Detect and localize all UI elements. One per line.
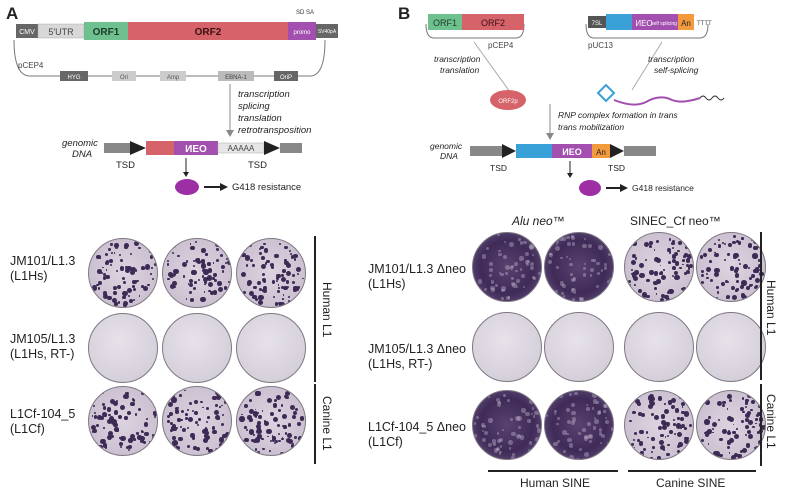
- dish-b-r1-c3: [624, 232, 694, 302]
- svg-text:self splicing: self splicing: [651, 21, 677, 27]
- b-row2-label: JM105/L1.3 Δneo(L1Hs, RT-): [368, 342, 466, 372]
- panel-a-diagram: CMV 5'UTR ORF1 ORF2 SD SA promo SV40pA p…: [0, 0, 400, 205]
- a-human-bracket: [314, 236, 316, 382]
- b-bottom-canine: Canine SINE: [656, 476, 725, 490]
- neo-protein-icon: [175, 179, 199, 195]
- dish-b-r3-c2: [544, 390, 614, 460]
- dish-a-r2-c1: [88, 313, 158, 383]
- dish-a-r3-c2: [162, 386, 232, 456]
- svg-text:DNA: DNA: [440, 151, 458, 161]
- svg-text:transcription: transcription: [238, 89, 290, 100]
- neo-label-a: ИEO: [185, 144, 207, 155]
- svg-text:An: An: [596, 148, 606, 157]
- dish-b-r2-c2: [544, 312, 614, 382]
- svg-text:G418 resistance: G418 resistance: [232, 182, 301, 193]
- sd-label: SD: [296, 10, 305, 16]
- b-row1-label: JM101/L1.3 Δneo(L1Hs): [368, 262, 466, 292]
- dish-a-r1-c1: [88, 238, 158, 308]
- b-row3-label: L1Cf-104_5 Δneo(L1Cf): [368, 420, 466, 450]
- a-row1-label: JM101/L1.3(L1Hs): [10, 254, 75, 284]
- dish-a-r2-c2: [162, 313, 232, 383]
- panel-b-diagram: ORF1 ORF2 pCEP4 7SL ИEO self splicing An…: [400, 0, 800, 205]
- dish-b-r3-c1: [472, 390, 542, 460]
- svg-text:pUC13: pUC13: [588, 41, 613, 50]
- svg-text:ИEO: ИEO: [635, 19, 652, 28]
- svg-text:DNA: DNA: [72, 149, 92, 160]
- svg-text:translation: translation: [440, 65, 479, 75]
- b-canine-sine-line: [628, 470, 756, 472]
- dish-b-r2-c4: [696, 312, 766, 382]
- pcep4-backbone-line: [14, 40, 325, 76]
- sa-label: SA: [306, 10, 314, 16]
- orf1-label: ORF1: [93, 27, 120, 38]
- svg-text:OriP: OriP: [280, 75, 292, 81]
- b-human-bracket: [760, 232, 762, 380]
- dish-a-r1-c3: [236, 238, 306, 308]
- svg-text:TSD: TSD: [248, 160, 267, 171]
- svg-text:retrotransposition: retrotransposition: [238, 125, 311, 136]
- b-side-canine: Canine L1: [764, 394, 778, 449]
- dish-a-r3-c3: [236, 386, 306, 456]
- svg-text:HYG: HYG: [67, 75, 80, 81]
- dish-b-r1-c1: [472, 232, 542, 302]
- svg-text:trans mobilization: trans mobilization: [558, 122, 624, 132]
- polya-label: SV40pA: [318, 29, 337, 35]
- dish-b-r1-c2: [544, 232, 614, 302]
- svg-text:ORF2: ORF2: [481, 18, 505, 28]
- b-col2-header: SINEC_Cf neo™: [630, 214, 721, 228]
- svg-text:TTTT: TTTT: [697, 21, 712, 27]
- neo-protein-icon-b: [579, 180, 601, 196]
- dish-b-r1-c4: [696, 232, 766, 302]
- b-human-sine-line: [488, 470, 618, 472]
- svg-text:ИEO: ИEO: [562, 147, 581, 157]
- svg-text:translation: translation: [238, 113, 282, 124]
- dish-a-r1-c2: [162, 238, 232, 308]
- dish-a-r2-c3: [236, 313, 306, 383]
- a-side-canine: Canine L1: [320, 396, 334, 451]
- svg-text:RNP complex formation in trans: RNP complex formation in trans: [558, 110, 678, 120]
- svg-text:pCEP4: pCEP4: [488, 41, 514, 50]
- svg-text:TSD: TSD: [490, 163, 507, 173]
- sine-rna-icon: [598, 85, 614, 101]
- svg-text:TSD: TSD: [608, 163, 625, 173]
- b-canine-bracket: [760, 384, 762, 466]
- dish-b-r2-c1: [472, 312, 542, 382]
- vector-label: pCEP4: [18, 61, 44, 70]
- a-row3-label: L1Cf-104_5(L1Cf): [10, 407, 75, 437]
- dish-b-r3-c4: [696, 390, 766, 460]
- dish-a-r3-c1: [88, 386, 158, 456]
- cmv-label: CMV: [19, 29, 35, 36]
- dish-b-r2-c3: [624, 312, 694, 382]
- svg-text:TSD: TSD: [116, 160, 135, 171]
- a-side-human: Human L1: [320, 282, 334, 337]
- svg-text:AAAAA: AAAAA: [228, 144, 255, 153]
- b-col1-header: Alu neo™: [512, 214, 565, 228]
- svg-text:7SL: 7SL: [592, 21, 603, 27]
- svg-text:transcription: transcription: [434, 54, 481, 64]
- dish-b-r3-c3: [624, 390, 694, 460]
- orf2-label: ORF2: [195, 27, 222, 38]
- a-canine-bracket: [314, 384, 316, 464]
- svg-text:G418 resistance: G418 resistance: [632, 183, 694, 193]
- b-bottom-human: Human SINE: [520, 476, 590, 490]
- svg-text:transcription: transcription: [648, 54, 695, 64]
- svg-text:Amp: Amp: [167, 75, 180, 81]
- a-row2-label: JM105/L1.3(L1Hs, RT-): [10, 332, 75, 362]
- svg-text:EBNA-1: EBNA-1: [225, 75, 247, 81]
- svg-text:splicing: splicing: [238, 101, 270, 112]
- promoter-label: promo: [293, 30, 311, 36]
- utr-label: 5'UTR: [48, 27, 74, 37]
- svg-text:genomic: genomic: [430, 141, 463, 151]
- svg-text:Ori: Ori: [120, 75, 128, 81]
- svg-text:An: An: [681, 19, 691, 28]
- b-side-human: Human L1: [764, 280, 778, 335]
- svg-text:self-splicing: self-splicing: [654, 65, 699, 75]
- svg-text:genomic: genomic: [62, 138, 98, 149]
- svg-text:ORF2p: ORF2p: [498, 99, 518, 105]
- svg-text:ORF1: ORF1: [433, 18, 457, 28]
